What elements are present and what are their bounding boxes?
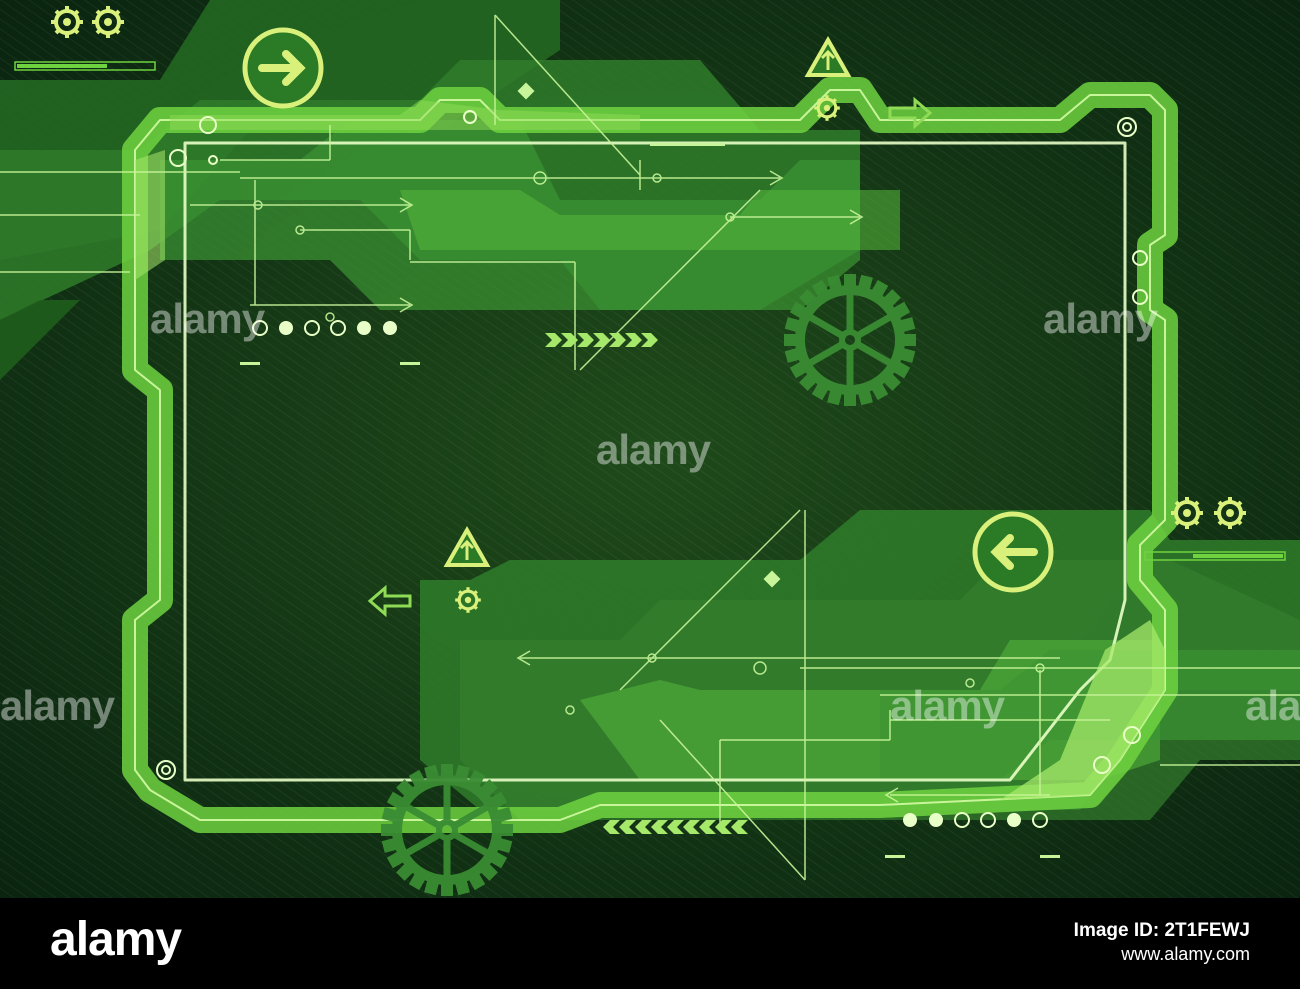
tech-frame-illustration: alamy alamy alamy alamy alamy alamy: [0, 0, 1300, 898]
watermark: alamy: [890, 682, 1006, 729]
stock-footer: alamy Image ID: 2T1FEWJ www.alamy.com: [0, 898, 1300, 989]
warning-triangle-icon: [804, 35, 852, 77]
frame-holes: [156, 110, 1148, 780]
image-id: Image ID: 2T1FEWJ: [1073, 920, 1250, 941]
dash-markers: [240, 82, 1060, 858]
watermark: alamy: [0, 682, 116, 729]
dot-indicators: [903, 812, 1048, 828]
chevron-strip: [603, 820, 748, 834]
dot-indicators: [252, 320, 397, 336]
watermark: alamy: [596, 426, 712, 473]
watermark: alamy: [150, 295, 266, 342]
footer-logo: alamy: [50, 913, 182, 966]
watermark: alamy: [1245, 682, 1300, 729]
site-url[interactable]: www.alamy.com: [1121, 943, 1250, 964]
bar-indicator: [14, 61, 156, 71]
main-frame: [122, 77, 1178, 833]
arrow-left-icon: [367, 584, 412, 618]
arrow-left-icon: [972, 511, 1054, 593]
circuit-lines-top: [0, 14, 864, 371]
bar-indicator: [1144, 551, 1286, 561]
warning-triangle-icon: [443, 525, 491, 567]
hud-artwork: alamy alamy alamy alamy alamy alamy: [0, 0, 1300, 898]
arrow-right-icon: [242, 27, 324, 109]
arrow-right-icon: [888, 96, 933, 130]
watermark-layer: alamy alamy alamy alamy alamy alamy: [0, 295, 1300, 729]
watermark: alamy: [1043, 295, 1159, 342]
circuit-lines-bottom: [516, 509, 1300, 881]
chevron-strip: [545, 333, 658, 347]
footer-info: Image ID: 2T1FEWJ www.alamy.com: [1074, 920, 1250, 966]
